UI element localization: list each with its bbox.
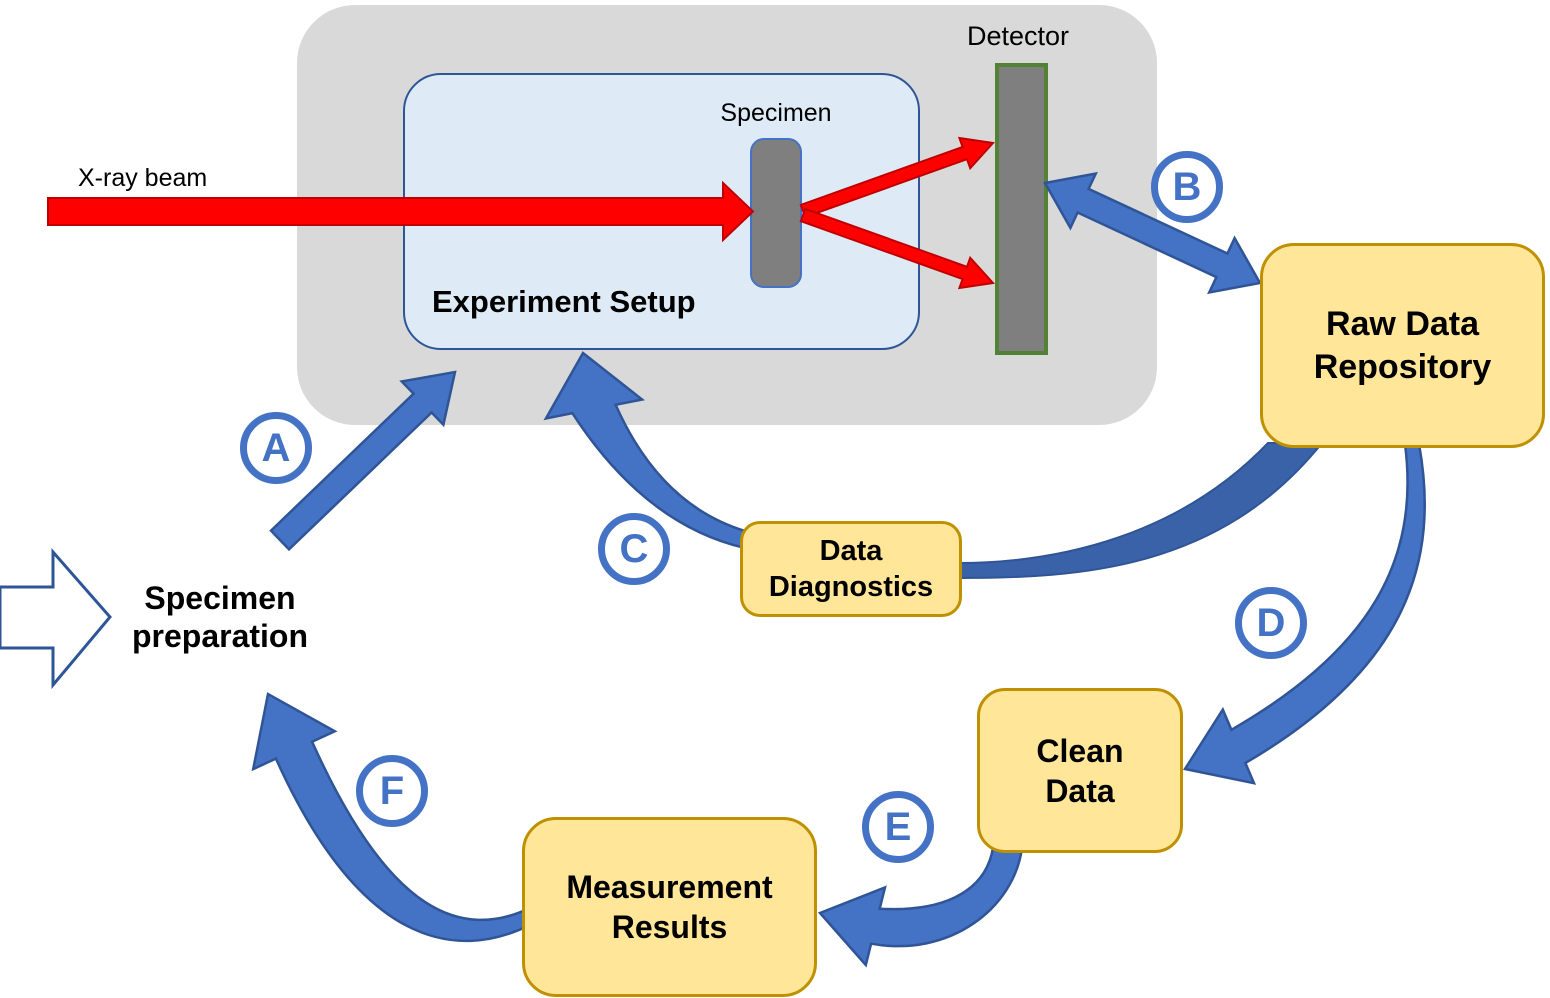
scatter-arrow-lower	[799, 207, 995, 290]
specimen-preparation-line1: Specimen	[144, 580, 296, 616]
arrow-a	[269, 370, 457, 552]
step-marker-b: B	[1151, 151, 1223, 223]
specimen-preparation-label: Specimen preparation	[110, 580, 330, 656]
step-marker-a: A	[240, 412, 312, 484]
detector-label: Detector	[966, 21, 1070, 51]
arrow-f	[251, 692, 532, 943]
specimen-preparation-line2: preparation	[131, 617, 309, 654]
node-data-diagnostics-label-line1: Data	[819, 534, 883, 567]
node-raw-data-repository-label-line1: Raw Data	[1325, 305, 1480, 343]
node-raw-data-repository: Raw Data Repository	[1260, 243, 1545, 448]
node-measurement-results: Measurement Results	[522, 817, 817, 997]
step-marker-f: F	[356, 755, 428, 827]
arrow-d	[1182, 442, 1426, 785]
node-measurement-results-label-line1: Measurement	[566, 869, 773, 905]
step-marker-d: D	[1235, 587, 1307, 659]
detector-slab	[995, 63, 1048, 355]
arrow-e	[817, 846, 1024, 968]
experiment-setup-label: Experiment Setup	[432, 284, 696, 319]
xray-beam-arrow	[47, 180, 755, 243]
specimen-slab	[750, 138, 802, 288]
node-data-diagnostics: Data Diagnostics	[740, 521, 962, 617]
step-marker-c: C	[598, 513, 670, 585]
scatter-arrow-upper	[799, 136, 995, 219]
specimen-label: Specimen	[720, 99, 832, 127]
xray-beam-label: X-ray beam	[78, 164, 208, 192]
node-data-diagnostics-label-line2: Diagnostics	[768, 571, 934, 603]
arrow-c	[543, 351, 747, 550]
step-marker-e: E	[862, 791, 934, 863]
node-clean-data-label-line2: Data	[1045, 772, 1115, 809]
curve-diagnostics-repository	[957, 442, 1325, 580]
node-measurement-results-label-line2: Results	[611, 909, 728, 945]
node-clean-data: Clean Data	[977, 688, 1183, 853]
node-clean-data-label-line1: Clean	[1036, 732, 1124, 769]
node-raw-data-repository-label-line2: Repository	[1313, 347, 1492, 386]
input-flow-arrow	[0, 548, 112, 690]
